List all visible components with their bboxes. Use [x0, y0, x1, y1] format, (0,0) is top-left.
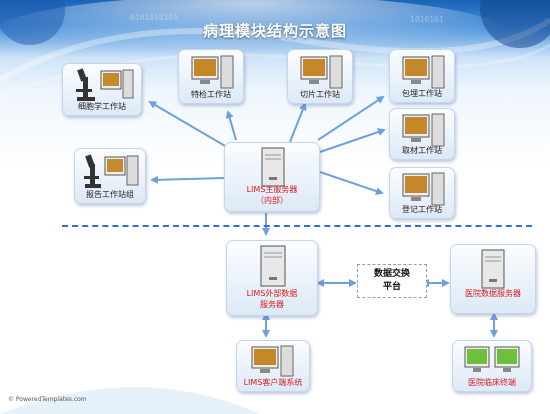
pc-icon	[300, 55, 343, 89]
arrow-to-special	[225, 110, 237, 141]
pc-icon	[191, 55, 234, 89]
arrow-to-embedding	[317, 95, 385, 141]
ext-server-label: LIMS外部数据	[246, 289, 298, 298]
lims-main-server: LIMS主服务器 （内部）	[224, 142, 320, 212]
registration-workstation: 登记工作站	[389, 167, 455, 219]
report-workstation-group: 报告工作站组	[74, 148, 146, 204]
arrow-to-grossing	[319, 128, 386, 153]
report-group-label: 报告工作站组	[86, 190, 134, 199]
network-boundary-line	[62, 225, 532, 227]
special-stain-label: 特检工作站	[191, 90, 231, 99]
grossing-label: 取材工作站	[402, 146, 442, 155]
microscope-icon	[84, 154, 139, 188]
sectioning-workstation: 切片工作站	[287, 49, 353, 104]
page-title: 病理模块结构示意图	[202, 22, 347, 40]
main-server-label: LIMS主服务器	[246, 185, 298, 194]
registration-label: 登记工作站	[402, 205, 442, 214]
lims-client-label: LIMS客户端系统	[243, 378, 303, 387]
embedding-label: 包埋工作站	[402, 89, 442, 98]
special-stain-workstation: 特检工作站	[178, 49, 244, 104]
pc-icon	[251, 345, 294, 377]
main-server-sublabel: （内部）	[256, 196, 288, 205]
hospital-server-label: 医院数据服务器	[465, 289, 521, 298]
microscope-icon	[76, 68, 134, 101]
grossing-workstation: 取材工作站	[389, 108, 455, 160]
cytology-workstation: 细胞学工作站	[62, 63, 142, 116]
server-icon	[261, 147, 285, 187]
hospital-clinical-terminal: 医院临床终端	[452, 340, 532, 392]
server-icon	[481, 249, 505, 289]
exchange-label: 数据交换	[373, 269, 410, 279]
cytology-label: 细胞学工作站	[78, 102, 126, 111]
lims-client-system: LIMS客户端系统	[236, 340, 310, 392]
exchange-sublabel: 平台	[382, 282, 401, 292]
clinical-terminal-label: 医院临床终端	[468, 378, 516, 387]
embedding-workstation: 包埋工作站	[389, 49, 455, 103]
data-exchange-platform: 数据交换 平台	[357, 264, 427, 298]
lims-external-data-server: LIMS外部数据 服务器	[226, 240, 318, 316]
arrow-to-report	[150, 175, 226, 184]
arrow-to-sectioning	[289, 102, 307, 143]
hospital-data-server: 医院数据服务器	[450, 244, 536, 314]
arrow-to-registration	[319, 171, 384, 195]
sectioning-label: 切片工作站	[300, 90, 340, 99]
pc-icon	[402, 55, 445, 89]
footer-brand: © PoweredTemplates.com	[8, 396, 87, 403]
ext-server-sublabel: 服务器	[260, 300, 284, 309]
svg-text:1010101: 1010101	[410, 15, 444, 24]
pc-icon	[402, 113, 445, 147]
server-icon	[260, 245, 286, 287]
arrow-to-cytology	[148, 100, 233, 151]
svg-text:0101010101: 0101010101	[130, 13, 178, 22]
monitor-icon	[464, 346, 520, 372]
pc-icon	[402, 172, 445, 206]
